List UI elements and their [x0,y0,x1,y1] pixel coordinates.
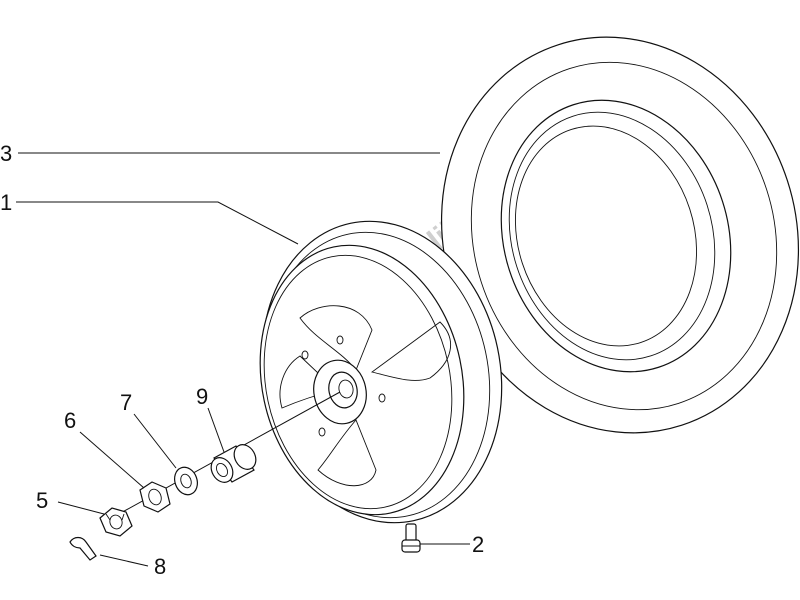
callout-3: 3 [0,141,12,166]
leader-1 [16,201,299,245]
valve-part-2 [401,523,421,553]
leader-7 [133,413,177,469]
leader-5 [57,501,105,515]
callout-5: 5 [36,488,48,513]
castle-nut-part-5 [99,507,133,537]
leader-8 [99,554,149,567]
washer-part-7 [174,466,198,496]
callout-7: 7 [120,390,132,415]
callout-9: 9 [196,384,208,409]
nut-part-6 [139,481,171,513]
callout-1: 1 [0,190,12,215]
split-pin-part-8 [69,536,97,561]
callout-2: 2 [472,532,484,557]
leader-9 [207,407,225,453]
spacer-part-9 [210,444,257,483]
wheel-rim-part-1 [259,220,503,524]
callout-8: 8 [154,554,166,579]
tyre-part-3 [440,36,800,434]
leader-6 [79,431,145,489]
callout-6: 6 [64,408,76,433]
